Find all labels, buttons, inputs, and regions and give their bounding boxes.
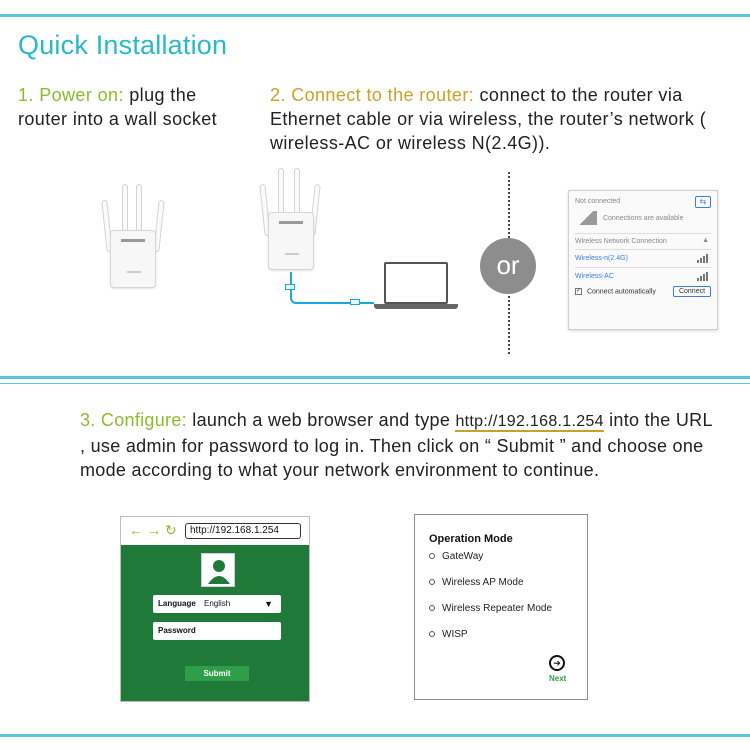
section-header: Wireless Network Connection [575,238,667,245]
page-title: Quick Installation [18,30,228,60]
auto-connect-label: Connect automatically [586,288,656,296]
radio-icon[interactable] [429,579,435,586]
language-value: English [204,599,231,608]
password-label: Password [158,626,196,635]
radio-icon[interactable] [429,553,435,560]
ethernet-cable [290,272,292,294]
step-2-description: connect to the router via Ethernet cable… [270,85,707,153]
brand-logo [121,239,145,242]
network-name: Wireless-AC [575,273,614,280]
top-rule [0,14,750,17]
step-1-description: plug the router into a wall socket [18,85,218,129]
status-leds [285,253,299,255]
step-3-description-a: launch a web browser and type [192,410,451,430]
dropdown-caret-icon: ▼ [264,599,273,609]
status-leds [127,271,141,273]
user-avatar-icon [201,553,235,587]
wifi-signal-icon [697,272,709,281]
mode-option-gateway[interactable]: GateWay [429,551,483,562]
network-item-ac[interactable]: Wireless-AC [575,273,614,280]
ethernet-plug-icon [285,284,295,290]
mode-option-wisp[interactable]: WISP [429,629,468,640]
ethernet-cable [360,302,374,304]
wifi-signal-icon [697,254,709,263]
connect-button[interactable]: Connect [673,286,711,297]
middle-rule-bottom [0,383,750,384]
operation-mode-panel: Operation Mode GateWay Wireless AP Mode … [414,514,588,700]
extender-body [268,212,314,270]
router-url: http://192.168.1.254 [455,413,604,432]
or-badge: or [480,238,536,294]
ethernet-plug-icon [350,299,360,305]
mode-label: Wireless AP Mode [442,577,524,588]
mode-label: WISP [442,629,468,640]
login-panel: Language English ▼ Password Submit [121,545,309,701]
step-2-label: 2. Connect to the router: [270,85,475,105]
address-bar[interactable]: http://192.168.1.254 [185,523,301,539]
collapse-icon[interactable]: ▲ [702,237,709,244]
wifi-connection-panel: Not connected ⇆ Connections are availabl… [568,190,718,330]
network-name: Wireless-n(2.4G) [575,255,628,262]
connection-status: Not connected [575,198,621,205]
browser-toolbar: ← → ↻ http://192.168.1.254 [121,517,309,545]
signal-available: Connections are available [575,211,684,225]
mode-label: GateWay [442,551,484,562]
browser-login-mock: ← → ↻ http://192.168.1.254 Language Engl… [120,516,310,702]
step-3-description-b: into the URL , use admin for password to… [80,410,713,480]
step-3-label: 3. Configure: [80,410,187,430]
panel-divider [575,249,711,250]
step-1-text: 1. Power on: plug the router into a wall… [18,83,248,131]
available-text: Connections are available [602,214,684,222]
auto-connect-row[interactable]: ✓ Connect automatically [575,288,656,295]
reload-icon[interactable]: ↻ [165,522,177,538]
language-label: Language [158,599,196,608]
forward-arrow-icon[interactable]: → [147,522,161,538]
language-select[interactable]: Language English ▼ [153,595,281,613]
radio-icon[interactable] [429,605,435,612]
network-item-n[interactable]: Wireless-n(2.4G) [575,255,628,262]
laptop-base [374,304,458,309]
password-field[interactable]: Password [153,622,281,640]
mode-label: Wireless Repeater Mode [442,603,553,614]
middle-rule-top [0,376,750,379]
next-arrow-icon[interactable]: ➔ [549,655,565,671]
step-3-text: 3. Configure: launch a web browser and t… [80,408,720,482]
radio-icon[interactable] [429,631,435,638]
mode-option-ap[interactable]: Wireless AP Mode [429,577,524,588]
back-arrow-icon[interactable]: ← [129,522,143,538]
panel-divider [575,233,711,234]
extender-body [110,230,156,288]
operation-mode-title: Operation Mode [429,533,513,545]
brand-logo [279,221,303,224]
panel-divider [575,267,711,268]
laptop-icon [384,262,448,304]
submit-button[interactable]: Submit [185,666,249,681]
refresh-icon[interactable]: ⇆ [695,196,711,208]
step-1-label: 1. Power on: [18,85,124,105]
bottom-rule [0,734,750,737]
checkbox-checked-icon[interactable]: ✓ [575,288,582,295]
next-button-label[interactable]: Next [549,674,567,683]
step-2-text: 2. Connect to the router: connect to the… [270,83,740,155]
mode-option-repeater[interactable]: Wireless Repeater Mode [429,603,552,614]
ethernet-cable [290,294,350,304]
signal-bars-icon [575,211,597,225]
